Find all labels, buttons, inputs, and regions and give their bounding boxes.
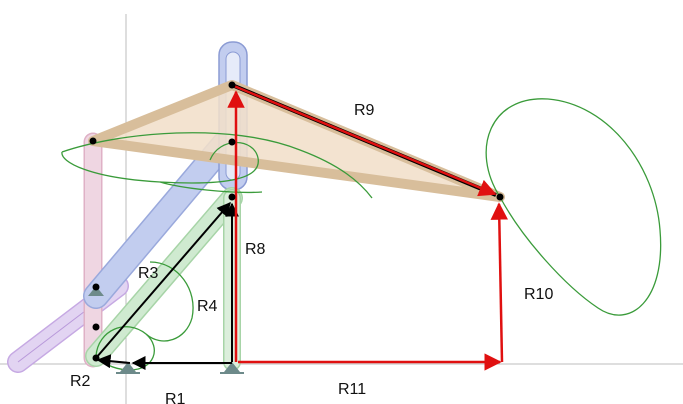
vector-r10-arrow: [490, 202, 509, 363]
ground-pivot-center: [220, 362, 244, 374]
ground-pivot-pink: [88, 286, 104, 296]
label-r2: R2: [70, 373, 91, 390]
label-r3: R3: [138, 265, 159, 282]
label-r11: R11: [338, 381, 366, 398]
vector-r9-arrow: [233, 84, 497, 197]
coupler-curve-right: [485, 98, 662, 316]
label-r1: R1: [165, 391, 186, 404]
label-r9: R9: [354, 102, 375, 119]
coupler-curve-left: [61, 132, 373, 199]
joint-markers: [89, 81, 504, 362]
label-r10: R10: [524, 286, 553, 303]
coupler-plate[interactable]: [88, 80, 505, 202]
label-r8: R8: [245, 241, 266, 258]
label-r4: R4: [197, 298, 218, 315]
vector-r2-arrow: [96, 354, 131, 369]
vector-r3-arrow: [95, 201, 231, 359]
